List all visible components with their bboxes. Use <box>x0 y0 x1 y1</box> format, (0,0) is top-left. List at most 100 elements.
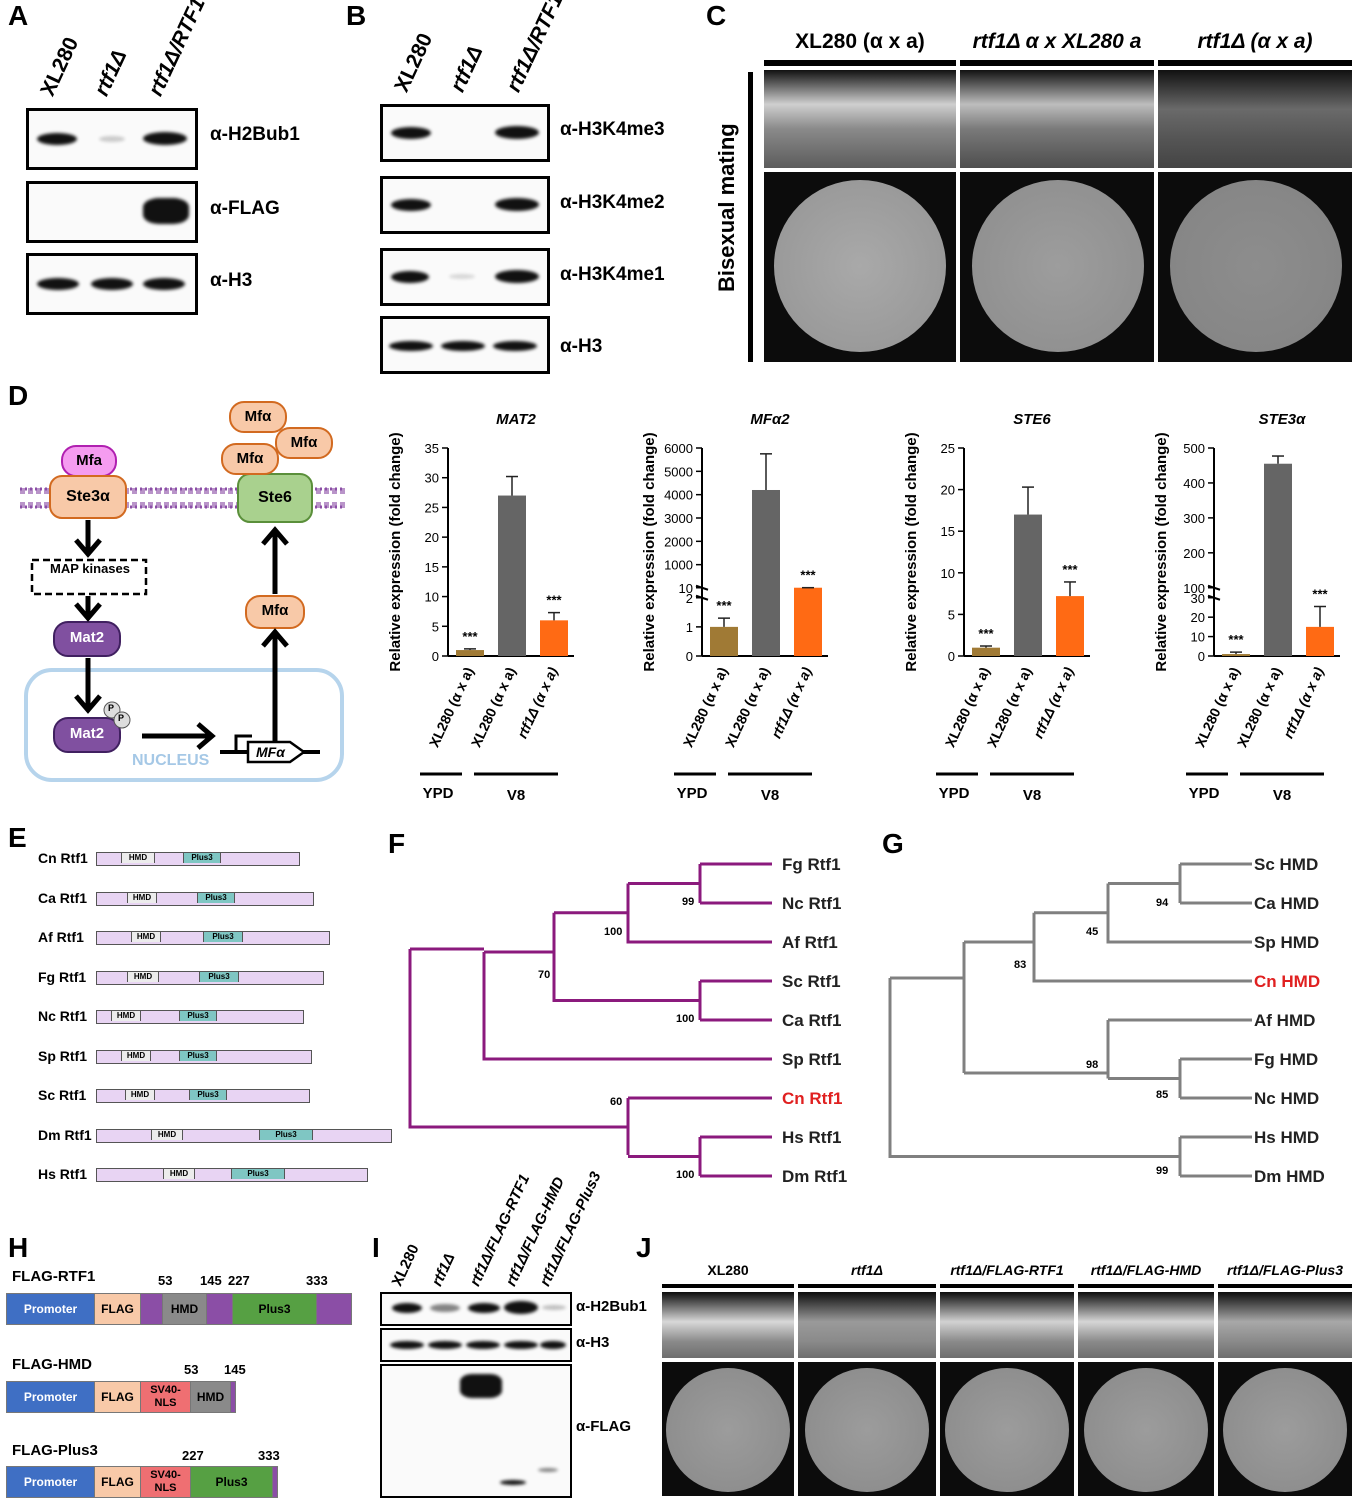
tree-leaf-label: Cn HMD <box>1254 972 1320 991</box>
residue-number: 145 <box>224 1362 246 1377</box>
significance-label: *** <box>716 598 732 613</box>
group-label: YPD <box>939 785 970 802</box>
construct-flag-rtf1: Promoter FLAG HMD Plus3 <box>6 1293 352 1325</box>
bar <box>456 650 484 656</box>
bootstrap-value: 100 <box>676 1013 694 1025</box>
residue-number: 333 <box>258 1448 280 1463</box>
lane-label: XL280 <box>36 33 84 100</box>
y-tick-label: 0 <box>686 649 693 664</box>
header-bar <box>1218 1284 1352 1288</box>
ste6-transporter <box>237 473 313 523</box>
ste3-label: Ste3α <box>66 488 110 505</box>
bar <box>752 489 780 656</box>
hmd-domain: HMD <box>151 1129 183 1140</box>
band <box>91 278 133 290</box>
y-tick-label: 30 <box>425 471 439 486</box>
x-tick-label: rtf1Δ (α x a) <box>1030 664 1077 741</box>
header-bar <box>960 60 1154 66</box>
group-label: YPD <box>1189 785 1220 802</box>
colony-edge-photo <box>940 1292 1074 1358</box>
tree-branch <box>1032 912 1252 983</box>
y-tick-label: 15 <box>425 560 439 575</box>
species-label: Cn Rtf1 <box>38 850 88 866</box>
panel-label-h: H <box>8 1232 29 1263</box>
bootstrap-value: 99 <box>682 896 694 908</box>
plus3-domain: Plus3 <box>179 1050 217 1061</box>
significance-label: *** <box>978 626 994 641</box>
panel-label-f: F <box>388 828 406 859</box>
y-tick-label: 5 <box>432 619 439 634</box>
panel-label-e: E <box>8 822 27 853</box>
colony-photo <box>798 1362 936 1496</box>
blot-h3 <box>380 316 550 374</box>
y-tick-label: 30 <box>1191 591 1205 606</box>
y-tick-label: 0 <box>432 649 439 664</box>
blot-label: α-FLAG <box>210 198 280 219</box>
construct-name: FLAG-RTF1 <box>12 1268 96 1285</box>
tree-branch <box>552 912 700 1002</box>
blot-label: α-H3 <box>210 270 253 291</box>
plus3-segment: Plus3 <box>233 1294 317 1324</box>
colony <box>1084 1368 1208 1492</box>
column-header: rtf1Δ (α x a) <box>1197 30 1313 53</box>
plus3-domain: Plus3 <box>197 892 235 903</box>
y-tick-label: 1000 <box>664 558 693 573</box>
x-tick-label: XL280 (α x a) <box>1234 665 1285 750</box>
mat2-label: Mat2 <box>69 629 105 646</box>
bootstrap-value: 83 <box>1014 959 1026 971</box>
hmd-domain: HMD <box>125 1090 155 1100</box>
chart-title: MAT2 <box>496 411 536 428</box>
panel-label-j: J <box>636 1232 652 1263</box>
plus3-domain: Plus3 <box>189 1090 227 1100</box>
mfalpha-peptide <box>221 443 279 475</box>
mat2-label: Mat2 <box>69 725 105 742</box>
y-tick-label: 100 <box>1183 581 1205 596</box>
plus3-domain: Plus3 <box>179 1011 217 1021</box>
flag-segment: FLAG <box>95 1294 141 1324</box>
plus3-domain: Plus3 <box>203 932 243 942</box>
header-bar <box>662 1284 794 1288</box>
phospho-label: P <box>108 703 115 713</box>
band <box>99 136 125 142</box>
tree-leaf-label: Fg HMD <box>1254 1050 1318 1069</box>
bar <box>1014 514 1042 656</box>
band <box>37 133 77 145</box>
x-tick-label: XL280 (α x a) <box>942 665 993 750</box>
tree-leaf-label: Hs HMD <box>1254 1128 1319 1147</box>
x-tick-label: XL280 (α x a) <box>680 665 731 750</box>
plus3-segment: Plus3 <box>191 1467 273 1497</box>
tree-leaf-label: Sp HMD <box>1254 933 1319 952</box>
blot-label: α-H2Bub1 <box>210 124 300 145</box>
band <box>540 1341 566 1349</box>
chart-title: MFα2 <box>750 411 790 428</box>
plus3-domain: Plus3 <box>259 1129 313 1140</box>
y-tick-label: 2 <box>686 591 693 606</box>
bar <box>794 587 822 656</box>
hmd-domain: HMD <box>111 1011 141 1021</box>
species-label: Sp Rtf1 <box>38 1047 87 1064</box>
group-label: YPD <box>423 785 454 802</box>
hmd-domain: HMD <box>121 1050 151 1061</box>
residue-number: 53 <box>184 1362 199 1377</box>
residue-number: 333 <box>306 1273 328 1288</box>
band <box>392 1303 422 1313</box>
group-label: V8 <box>761 787 779 804</box>
band <box>449 274 475 279</box>
band <box>500 1480 526 1485</box>
residue-number: 227 <box>182 1448 204 1463</box>
y-tick-label: 35 <box>425 441 439 456</box>
colony-photo <box>1158 172 1352 362</box>
header-bar <box>798 1284 936 1288</box>
y-tick-label: 4000 <box>664 488 693 503</box>
tree-branch <box>408 949 628 1129</box>
bootstrap-value: 100 <box>604 926 622 938</box>
bar <box>540 620 568 656</box>
linker-segment <box>141 1294 163 1324</box>
panel-label-i: I <box>372 1232 380 1263</box>
band <box>441 341 485 351</box>
y-tick-label: 10 <box>941 566 955 581</box>
y-axis-label: Relative expression (fold change) <box>387 432 404 671</box>
x-tick-label: rtf1Δ (α x a) <box>514 664 561 741</box>
